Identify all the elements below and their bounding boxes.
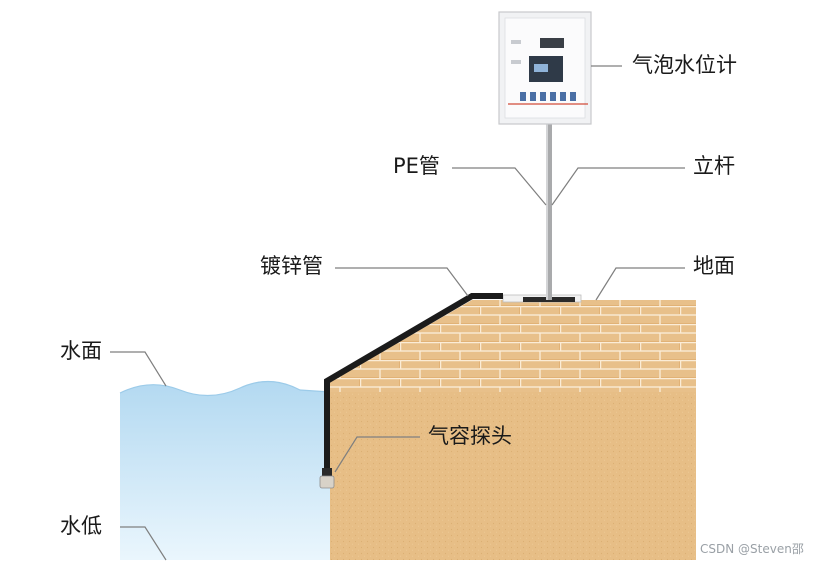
- label-probe: 气容探头: [428, 424, 512, 448]
- leader-probe: [334, 436, 420, 473]
- leader-ground: [595, 267, 685, 301]
- label-pole: 立杆: [693, 154, 735, 178]
- label-galvanized-pipe: 镀锌管: [260, 254, 323, 278]
- label-water-low: 水低: [60, 514, 102, 538]
- watermark: CSDN @Steven邵: [700, 542, 804, 556]
- brick-bank: [330, 300, 696, 392]
- leader-water-low: [120, 526, 167, 561]
- label-pe-pipe: PE管: [393, 154, 440, 178]
- leader-lines: [110, 65, 685, 561]
- leader-pe-pipe: [452, 167, 547, 206]
- pole: [546, 120, 552, 300]
- label-bubble-meter: 气泡水位计: [632, 53, 737, 77]
- probe-device: [319, 468, 335, 489]
- leader-water-surface: [110, 351, 167, 387]
- label-water-surface: 水面: [60, 339, 102, 363]
- leader-pole: [551, 167, 685, 206]
- soil-body: [330, 390, 696, 560]
- label-ground: 地面: [693, 254, 735, 278]
- leader-galvanized: [335, 267, 469, 297]
- water-body: [120, 381, 330, 560]
- bubble-level-cabinet: [498, 11, 592, 125]
- water-surface-wave: [119, 380, 331, 397]
- galvanized-pipe: [324, 293, 503, 470]
